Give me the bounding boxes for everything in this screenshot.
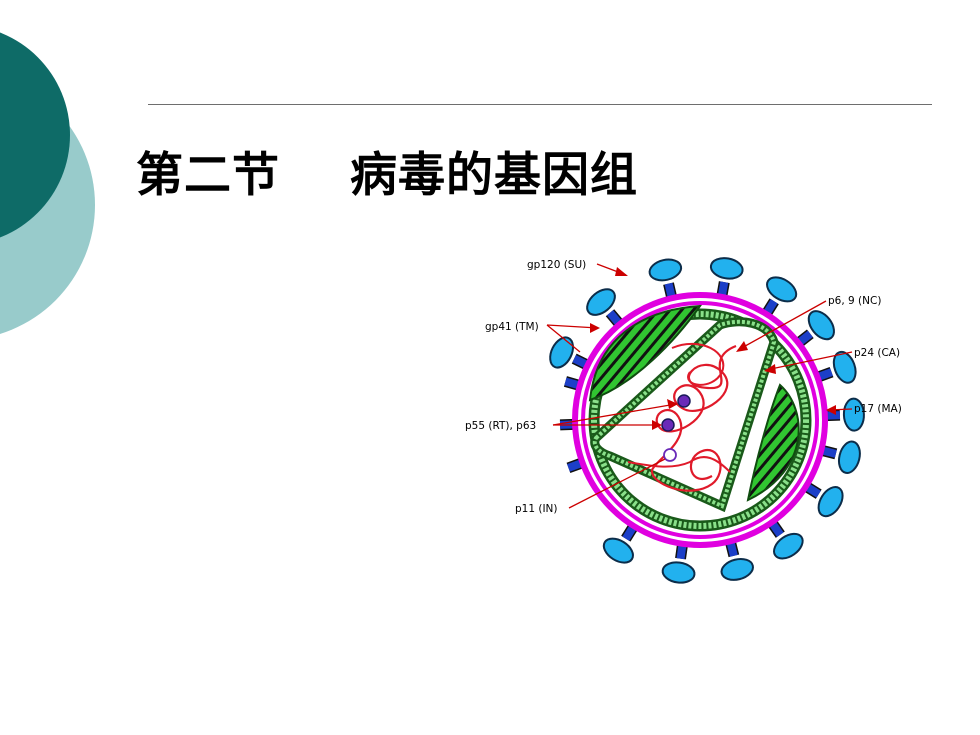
label-p11: p11 (IN) <box>515 503 558 515</box>
pointer-arrowheads <box>590 267 836 430</box>
label-p17: p17 (MA) <box>854 403 902 415</box>
pointer-p24 <box>765 351 853 371</box>
spike-head <box>837 440 861 474</box>
rna-strand <box>650 344 737 492</box>
pointer-p6 <box>737 300 827 351</box>
arrowhead-p6 <box>736 341 748 352</box>
lateral-body-right <box>746 383 800 502</box>
label-gp41: gp41 (TM) <box>485 321 539 333</box>
pointer-p55-a <box>552 403 677 426</box>
decorative-circles <box>0 32 95 334</box>
spike-head <box>817 486 844 518</box>
spike-head <box>586 288 616 316</box>
enzyme-dot-middle <box>661 418 675 432</box>
section-number: 第二节 <box>136 148 280 203</box>
pointer-gp41-a <box>546 324 599 329</box>
enzyme-dot-upper <box>677 394 691 408</box>
spike-head <box>720 557 754 581</box>
spike-head <box>549 336 574 369</box>
rna-strand-2 <box>671 342 725 386</box>
arrowhead-p55-a <box>667 399 678 409</box>
title-divider <box>148 104 932 105</box>
label-p55: p55 (RT), p63 <box>465 420 536 432</box>
section-heading: 病毒的基因组 <box>350 148 638 203</box>
capsid-beads <box>592 319 777 509</box>
integrase-dot <box>663 448 677 462</box>
matrix-shell-beads <box>591 311 809 529</box>
label-gp120: gp120 (SU) <box>527 259 586 271</box>
pointer-gp41-b <box>546 324 581 353</box>
slide-title: 第二节 病毒的基因组 <box>136 136 638 205</box>
arrowhead-p24 <box>764 364 776 374</box>
spike-head <box>832 350 857 384</box>
arrowhead-gp41 <box>590 323 600 333</box>
dark-teal-circle <box>0 32 70 238</box>
pointer-lines <box>546 263 853 509</box>
spike-head <box>842 397 865 432</box>
label-p24: p24 (CA) <box>854 347 900 359</box>
spike-head <box>661 561 696 584</box>
spike-head <box>709 257 744 280</box>
rna-strand-3 <box>627 456 731 473</box>
spike-head <box>648 258 683 282</box>
lateral-body-left <box>588 304 703 402</box>
spike-head <box>766 276 798 303</box>
pointer-p11 <box>568 458 666 509</box>
spike-head <box>602 537 634 564</box>
spike-head <box>773 532 804 560</box>
arrowhead-gp120 <box>615 267 628 276</box>
label-p6: p6, 9 (NC) <box>828 295 881 307</box>
arrowhead-p55-b <box>652 420 662 430</box>
spike-head <box>807 310 835 341</box>
arrowhead-p17 <box>826 405 836 415</box>
